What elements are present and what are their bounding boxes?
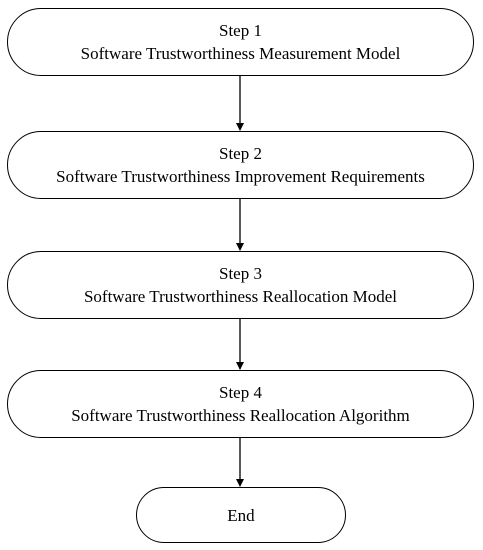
step-4-box: Step 4 Software Trustworthiness Realloca… xyxy=(7,370,474,438)
end-terminal: End xyxy=(136,487,346,543)
step-3-number: Step 3 xyxy=(219,264,262,283)
step-1-number: Step 1 xyxy=(219,21,262,40)
step-1-title: Software Trustworthiness Measurement Mod… xyxy=(80,44,401,63)
end-label: End xyxy=(227,505,255,525)
step-2-title: Software Trustworthiness Improvement Req… xyxy=(56,167,425,186)
step-2-box: Step 2 Software Trustworthiness Improvem… xyxy=(7,131,474,199)
step-3-title: Software Trustworthiness Reallocation Mo… xyxy=(83,287,398,306)
step-1-box: Step 1 Software Trustworthiness Measurem… xyxy=(7,8,474,76)
step-3-box: Step 3 Software Trustworthiness Realloca… xyxy=(7,251,474,319)
step-4-number: Step 4 xyxy=(219,383,262,402)
step-2-number: Step 2 xyxy=(219,144,262,163)
step-4-title: Software Trustworthiness Reallocation Al… xyxy=(71,406,410,425)
